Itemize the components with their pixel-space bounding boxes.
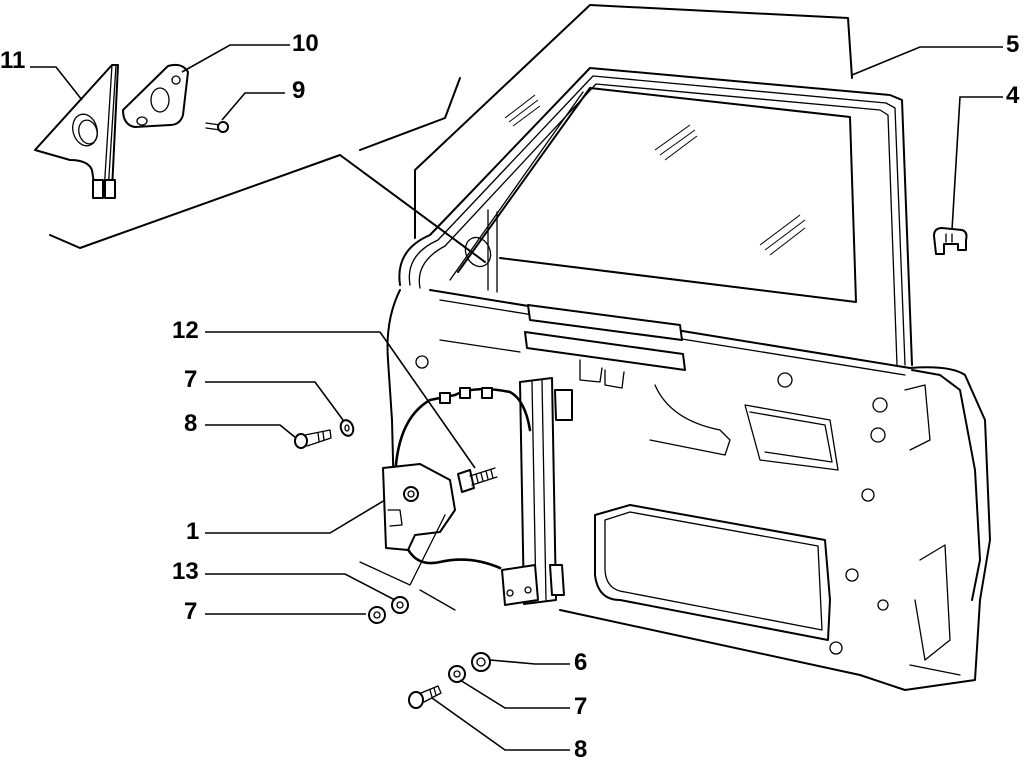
callout-7-lower: 7 — [574, 693, 587, 720]
window-regulator — [359, 377, 573, 611]
part-8-bolt-lower — [408, 685, 442, 709]
part-7-washer-middle — [368, 606, 386, 624]
part-10-mirror-bracket-plate — [122, 63, 189, 128]
callout-6: 6 — [574, 649, 587, 676]
part-8-bolt-upper — [294, 429, 332, 449]
glass-reflection-hatch — [504, 94, 806, 256]
part-7-washer-upper — [339, 419, 355, 437]
door-inner-panel — [386, 289, 991, 691]
part-4-clip — [933, 227, 968, 255]
callout-labels: 11 10 9 5 4 12 7 8 1 13 7 6 7 8 — [0, 30, 1020, 761]
part-11-mirror-triangle-panel — [34, 64, 119, 199]
part-7-washer-lower — [448, 665, 466, 683]
callout-7-upper: 7 — [184, 366, 197, 393]
callout-8-lower: 8 — [574, 736, 587, 761]
callout-12: 12 — [172, 317, 199, 344]
part-9-screw — [205, 121, 229, 133]
callout-5: 5 — [1006, 31, 1019, 58]
callout-13: 13 — [172, 558, 199, 585]
part-12-regulator-bolt — [457, 467, 498, 493]
part-13-nut — [391, 596, 409, 614]
callout-9: 9 — [292, 77, 305, 104]
door-frame — [49, 4, 913, 366]
callout-4: 4 — [1006, 82, 1020, 109]
callout-11: 11 — [0, 47, 25, 74]
callout-7-middle: 7 — [184, 598, 197, 625]
callout-10: 10 — [292, 30, 319, 57]
leader-lines — [30, 44, 1003, 751]
callout-8-upper: 8 — [184, 410, 197, 437]
part-6-nut — [471, 652, 491, 672]
callout-1: 1 — [186, 518, 199, 545]
